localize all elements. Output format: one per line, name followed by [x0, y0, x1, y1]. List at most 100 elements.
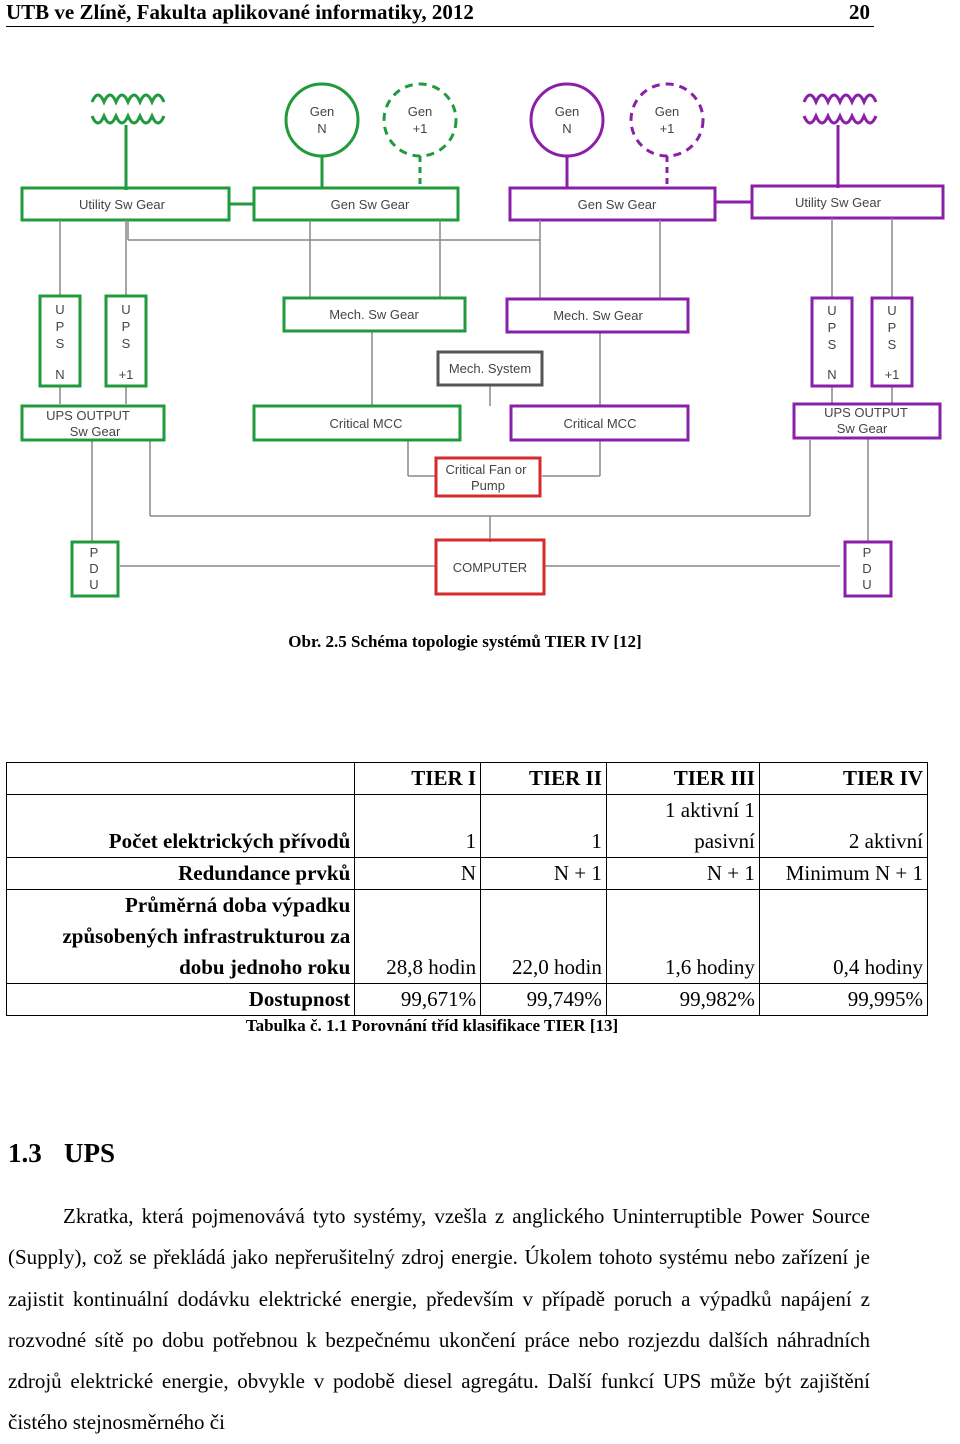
- gen-left-n-bottom: N: [317, 121, 326, 136]
- table-cell: N + 1: [480, 857, 607, 890]
- svg-text:UPS OUTPUT: UPS OUTPUT: [824, 405, 908, 420]
- critical-fan-or-pump: Critical Fan or Pump: [434, 456, 542, 498]
- svg-text:Sw Gear: Sw Gear: [70, 424, 121, 439]
- row-label: Dostupnost: [5, 983, 356, 1016]
- generator-left-n1-icon: Gen +1: [382, 82, 458, 188]
- gen-right-n1-bottom: +1: [660, 121, 675, 136]
- svg-text:P: P: [90, 545, 99, 560]
- utility-sw-gear-right: Utility Sw Gear: [750, 184, 945, 220]
- svg-text:P: P: [863, 545, 872, 560]
- svg-text:D: D: [862, 561, 871, 576]
- svg-text:S: S: [828, 337, 837, 352]
- table-row: Dostupnost 99,671% 99,749% 99,982% 99,99…: [5, 983, 929, 1016]
- svg-text:+1: +1: [119, 367, 134, 382]
- gen-sw-gear-left: Gen Sw Gear: [252, 186, 460, 222]
- generator-right-n-icon: Gen N: [529, 82, 605, 188]
- generator-left-n-icon: Gen N: [284, 82, 360, 188]
- ups-right-n: U P S N: [810, 296, 854, 388]
- table-row: Průměrná doba výpadku způsobených infrast…: [5, 889, 929, 984]
- utility-sw-gear-left: Utility Sw Gear: [20, 186, 231, 222]
- row-label: Počet elektrických přívodů: [5, 794, 356, 858]
- mech-system: Mech. System: [436, 350, 544, 387]
- svg-text:Gen Sw Gear: Gen Sw Gear: [578, 197, 657, 212]
- table-header-row: TIER I TIER II TIER III TIER IV: [5, 762, 929, 795]
- svg-text:Mech. System: Mech. System: [449, 361, 531, 376]
- svg-text:U: U: [55, 302, 64, 317]
- table-cell-line: 1 aktivní 1: [665, 798, 755, 822]
- table-cell: 22,0 hodin: [480, 889, 607, 984]
- row-label-line: způsobených infrastrukturou za: [62, 924, 351, 948]
- svg-text:Gen Sw Gear: Gen Sw Gear: [331, 197, 410, 212]
- row-label: Redundance prvků: [5, 857, 356, 890]
- svg-text:Pump: Pump: [471, 478, 505, 493]
- ups-left-n: U P S N: [38, 294, 82, 388]
- svg-text:U: U: [89, 577, 98, 592]
- tier-iv-topology-diagram: Gen N Gen +1 Gen N Gen +1 Utility Sw Gea…: [0, 80, 960, 610]
- gen-right-n-bottom: N: [562, 121, 571, 136]
- svg-text:Sw Gear: Sw Gear: [837, 421, 888, 436]
- mech-sw-gear-left: Mech. Sw Gear: [282, 296, 467, 333]
- svg-text:N: N: [55, 367, 64, 382]
- ups-output-sw-gear-right: UPS OUTPUT Sw Gear: [792, 402, 942, 440]
- gen-right-n-top: Gen: [555, 104, 580, 119]
- row-label: Průměrná doba výpadku způsobených infrast…: [5, 889, 356, 984]
- svg-text:S: S: [122, 336, 131, 351]
- svg-text:P: P: [56, 319, 65, 334]
- table-cell: 2 aktivní: [758, 794, 929, 858]
- table-row: Redundance prvků N N + 1 N + 1 Minimum N…: [5, 857, 929, 890]
- section-title: UPS: [64, 1138, 116, 1168]
- page-number: 20: [849, 0, 870, 24]
- tier-comparison-table: TIER I TIER II TIER III TIER IV Počet el…: [5, 762, 929, 1016]
- paragraph-text: Zkratka, která pojmenovává tyto systémy,…: [8, 1204, 870, 1435]
- generator-right-n1-icon: Gen +1: [629, 82, 705, 188]
- svg-text:U: U: [862, 577, 871, 592]
- section-heading: 1.3 UPS: [8, 1138, 115, 1169]
- table-cell: N: [354, 857, 482, 890]
- pdu-left: P D U: [70, 540, 120, 598]
- figure-caption: Obr. 2.5 Schéma topologie systémů TIER I…: [288, 632, 642, 651]
- table-cell: 0,4 hodiny: [758, 889, 929, 984]
- svg-text:U: U: [887, 303, 896, 318]
- body-paragraph: Zkratka, která pojmenovává tyto systémy,…: [8, 1196, 870, 1444]
- table-cell: 99,982%: [605, 983, 760, 1016]
- ups-output-sw-gear-left: UPS OUTPUT Sw Gear: [20, 404, 166, 442]
- table-cell: N + 1: [605, 857, 760, 890]
- utility-transformer-right-icon: [802, 93, 878, 188]
- header-title: UTB ve Zlíně, Fakulta aplikované informa…: [6, 0, 474, 24]
- section-number: 1.3: [8, 1138, 42, 1168]
- svg-text:P: P: [888, 320, 897, 335]
- ups-left-n1: U P S +1: [104, 294, 148, 388]
- svg-text:UPS OUTPUT: UPS OUTPUT: [46, 408, 130, 423]
- svg-text:Mech. Sw Gear: Mech. Sw Gear: [553, 308, 643, 323]
- table-cell: 1 aktivní 1 pasivní: [605, 794, 760, 858]
- table-cell-line: pasivní: [694, 829, 755, 853]
- gen-left-n1-top: Gen: [408, 104, 433, 119]
- table-cell: 1: [480, 794, 607, 858]
- svg-text:S: S: [56, 336, 65, 351]
- table-caption: Tabulka č. 1.1 Porovnání tříd klasifikac…: [245, 1016, 619, 1035]
- table-cell: 1,6 hodiny: [605, 889, 760, 984]
- svg-text:U: U: [827, 303, 836, 318]
- table-header-cell: TIER I: [354, 762, 482, 795]
- table-cell: 99,995%: [758, 983, 929, 1016]
- svg-text:D: D: [89, 561, 98, 576]
- svg-text:P: P: [122, 319, 131, 334]
- critical-mcc-left: Critical MCC: [252, 404, 462, 442]
- row-label-line: Průměrná doba výpadku: [125, 893, 351, 917]
- table-cell: 99,749%: [480, 983, 607, 1016]
- svg-text:Critical MCC: Critical MCC: [330, 416, 403, 431]
- table-header-cell: TIER II: [480, 762, 607, 795]
- svg-text:Mech. Sw Gear: Mech. Sw Gear: [329, 307, 419, 322]
- utility-transformer-left-icon: [90, 93, 166, 190]
- table-header-cell: [5, 762, 356, 795]
- svg-text:Utility Sw Gear: Utility Sw Gear: [795, 195, 882, 210]
- svg-text:N: N: [827, 367, 836, 382]
- svg-text:+1: +1: [885, 367, 900, 382]
- page-header: UTB ve Zlíně, Fakulta aplikované informa…: [6, 0, 874, 27]
- critical-mcc-right: Critical MCC: [509, 404, 690, 442]
- svg-text:Critical MCC: Critical MCC: [564, 416, 637, 431]
- svg-text:Critical Fan or: Critical Fan or: [446, 462, 528, 477]
- table-header-cell: TIER IV: [758, 762, 929, 795]
- gen-right-n1-top: Gen: [655, 104, 680, 119]
- svg-text:S: S: [888, 337, 897, 352]
